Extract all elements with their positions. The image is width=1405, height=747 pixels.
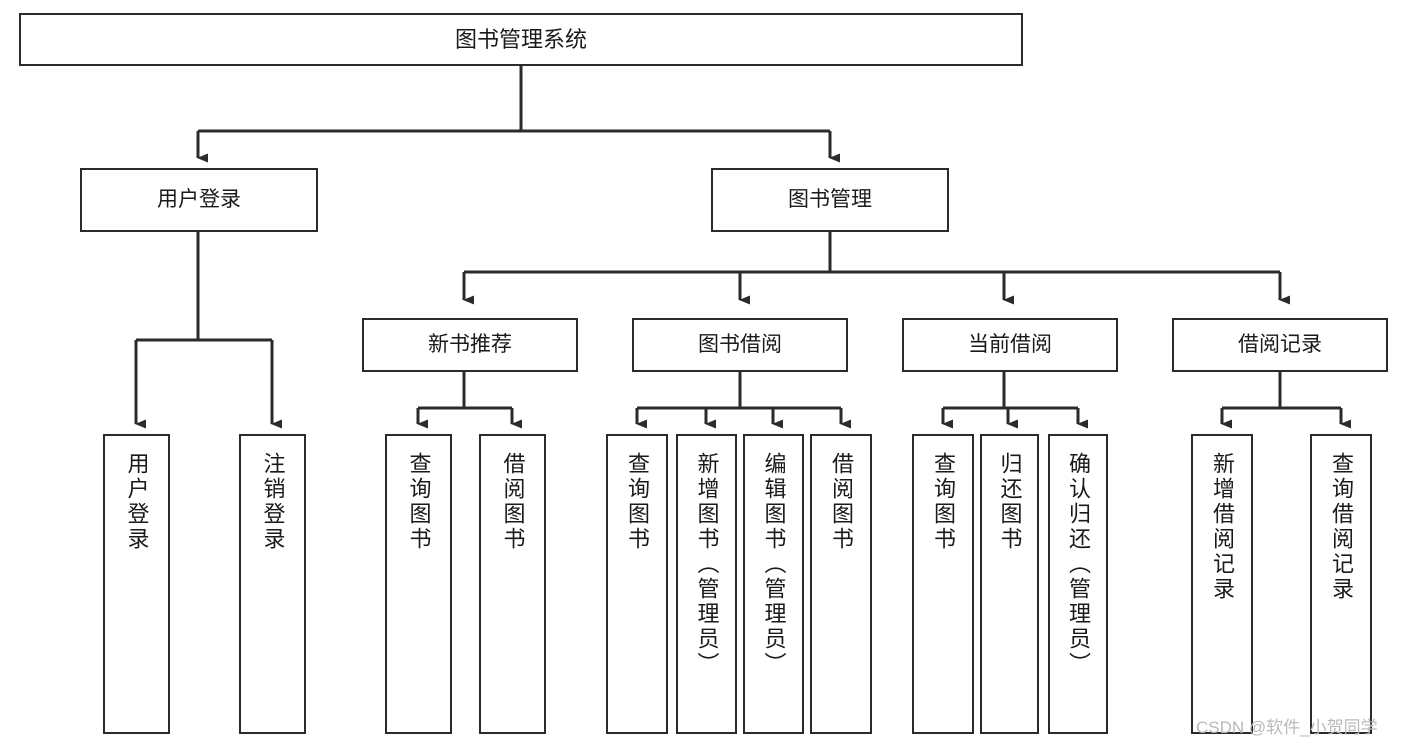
node-leaf-logout[interactable]: 注销登录 [239,434,306,734]
node-leaf-borrow-book[interactable]: 借阅图书 [810,434,872,734]
node-book-borrow[interactable]: 图书借阅 [632,318,848,372]
node-leaf-return-book-label: 归还图书 [997,452,1023,552]
node-leaf-add-borrow-record[interactable]: 新增借阅记录 [1191,434,1253,734]
node-leaf-query-book-borrow-label: 查询图书 [625,452,650,552]
node-current-borrow-label: 当前借阅 [968,332,1052,356]
node-book-manage[interactable]: 图书管理 [711,168,949,232]
node-leaf-add-book-label: 新增图书（管理员） [694,452,720,677]
node-leaf-borrow-book-recommend-label: 借阅图书 [500,452,526,552]
node-user-login[interactable]: 用户登录 [80,168,318,232]
node-leaf-query-book-borrow[interactable]: 查询图书 [606,434,668,734]
node-leaf-add-book[interactable]: 新增图书（管理员） [676,434,737,734]
node-leaf-return-book[interactable]: 归还图书 [980,434,1039,734]
watermark-text: CSDN @软件_小贺同学 [1196,718,1378,737]
node-leaf-confirm-return-label: 确认归还（管理员） [1066,452,1091,677]
node-current-borrow[interactable]: 当前借阅 [902,318,1118,372]
node-leaf-query-book-current-label: 查询图书 [931,452,956,552]
node-borrow-record[interactable]: 借阅记录 [1172,318,1388,372]
node-leaf-query-book-recommend[interactable]: 查询图书 [385,434,452,734]
node-borrow-record-label: 借阅记录 [1238,332,1322,356]
node-leaf-edit-book[interactable]: 编辑图书（管理员） [743,434,804,734]
node-leaf-user-login-label: 用户登录 [124,452,150,552]
node-root[interactable]: 图书管理系统 [19,13,1023,66]
node-new-book-recommend-label: 新书推荐 [428,332,512,356]
node-leaf-borrow-book-recommend[interactable]: 借阅图书 [479,434,546,734]
node-leaf-user-login[interactable]: 用户登录 [103,434,170,734]
node-leaf-borrow-book-label: 借阅图书 [829,452,854,552]
node-new-book-recommend[interactable]: 新书推荐 [362,318,578,372]
node-leaf-confirm-return[interactable]: 确认归还（管理员） [1048,434,1108,734]
node-leaf-edit-book-label: 编辑图书（管理员） [761,452,787,677]
node-leaf-logout-label: 注销登录 [260,452,286,552]
node-leaf-query-borrow-record[interactable]: 查询借阅记录 [1310,434,1372,734]
node-root-label: 图书管理系统 [454,26,587,52]
node-user-login-label: 用户登录 [157,187,241,211]
node-leaf-query-book-current[interactable]: 查询图书 [912,434,974,734]
node-book-borrow-label: 图书借阅 [698,332,782,356]
node-leaf-add-borrow-record-label: 新增借阅记录 [1210,452,1235,602]
node-leaf-query-book-recommend-label: 查询图书 [406,452,432,552]
node-leaf-query-borrow-record-label: 查询借阅记录 [1329,452,1354,602]
node-book-manage-label: 图书管理 [788,187,872,211]
